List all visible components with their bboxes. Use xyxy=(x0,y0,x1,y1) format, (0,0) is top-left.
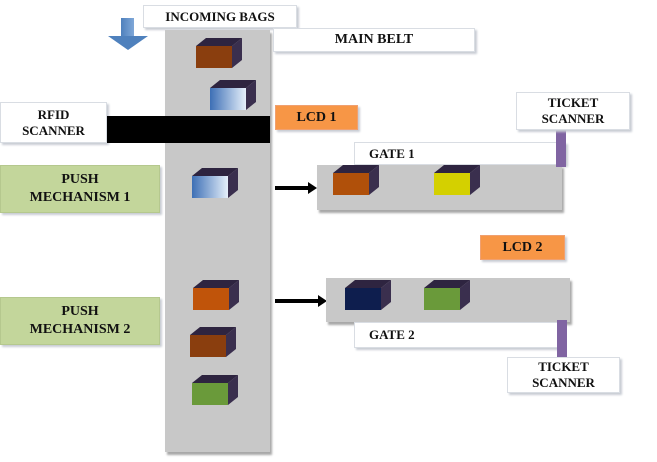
bag xyxy=(210,80,256,110)
bag-front xyxy=(333,173,369,195)
bag xyxy=(190,327,236,357)
ticket-scanner-1-post xyxy=(556,130,566,167)
bag xyxy=(333,165,379,195)
rfid-scanner-label: RFID SCANNER xyxy=(0,102,107,143)
rfid-scanner-bar xyxy=(107,116,270,143)
bag-front xyxy=(193,288,229,310)
push-arrow-1 xyxy=(275,182,317,194)
bag-side xyxy=(470,165,480,195)
bag-side xyxy=(228,168,238,198)
bag-side xyxy=(246,80,256,110)
ticket-scanner-1: TICKET SCANNER xyxy=(516,92,630,130)
bag-front xyxy=(210,88,246,110)
bag-top xyxy=(196,38,242,46)
bag-top xyxy=(424,280,470,288)
main-belt-label: MAIN BELT xyxy=(273,28,475,52)
incoming-arrow-icon xyxy=(108,18,148,52)
bag-front xyxy=(434,173,470,195)
push-mechanism-2: PUSH MECHANISM 2 xyxy=(0,297,160,345)
bag-front xyxy=(192,383,228,405)
push-mechanism-1: PUSH MECHANISM 1 xyxy=(0,165,160,213)
ticket-scanner-2-post xyxy=(557,320,567,357)
bag-side xyxy=(232,38,242,68)
bag-side xyxy=(460,280,470,310)
bag-top xyxy=(333,165,379,173)
bag xyxy=(434,165,480,195)
bag-top xyxy=(434,165,480,173)
bag xyxy=(193,280,239,310)
bag-front xyxy=(424,288,460,310)
bag-front xyxy=(190,335,226,357)
bag-top xyxy=(190,327,236,335)
bag-side xyxy=(369,165,379,195)
gate-2-label: GATE 2 xyxy=(354,322,558,348)
bag xyxy=(192,375,238,405)
gate-1-label: GATE 1 xyxy=(354,142,566,165)
bag-top xyxy=(345,280,391,288)
bag-top xyxy=(210,80,256,88)
bag-front xyxy=(192,176,228,198)
bag-front xyxy=(345,288,381,310)
bag-top xyxy=(193,280,239,288)
push-arrow-2 xyxy=(275,295,327,307)
bag-side xyxy=(381,280,391,310)
bag-side xyxy=(228,375,238,405)
bag-side xyxy=(229,280,239,310)
incoming-bags-label: INCOMING BAGS xyxy=(143,5,297,28)
bag-top xyxy=(192,168,238,176)
ticket-scanner-2: TICKET SCANNER xyxy=(507,357,620,393)
lcd-2: LCD 2 xyxy=(480,235,565,260)
bag-front xyxy=(196,46,232,68)
bag-top xyxy=(192,375,238,383)
lcd-1: LCD 1 xyxy=(275,105,358,130)
bag xyxy=(196,38,242,68)
bag xyxy=(424,280,470,310)
bag-side xyxy=(226,327,236,357)
bag xyxy=(345,280,391,310)
bag xyxy=(192,168,238,198)
